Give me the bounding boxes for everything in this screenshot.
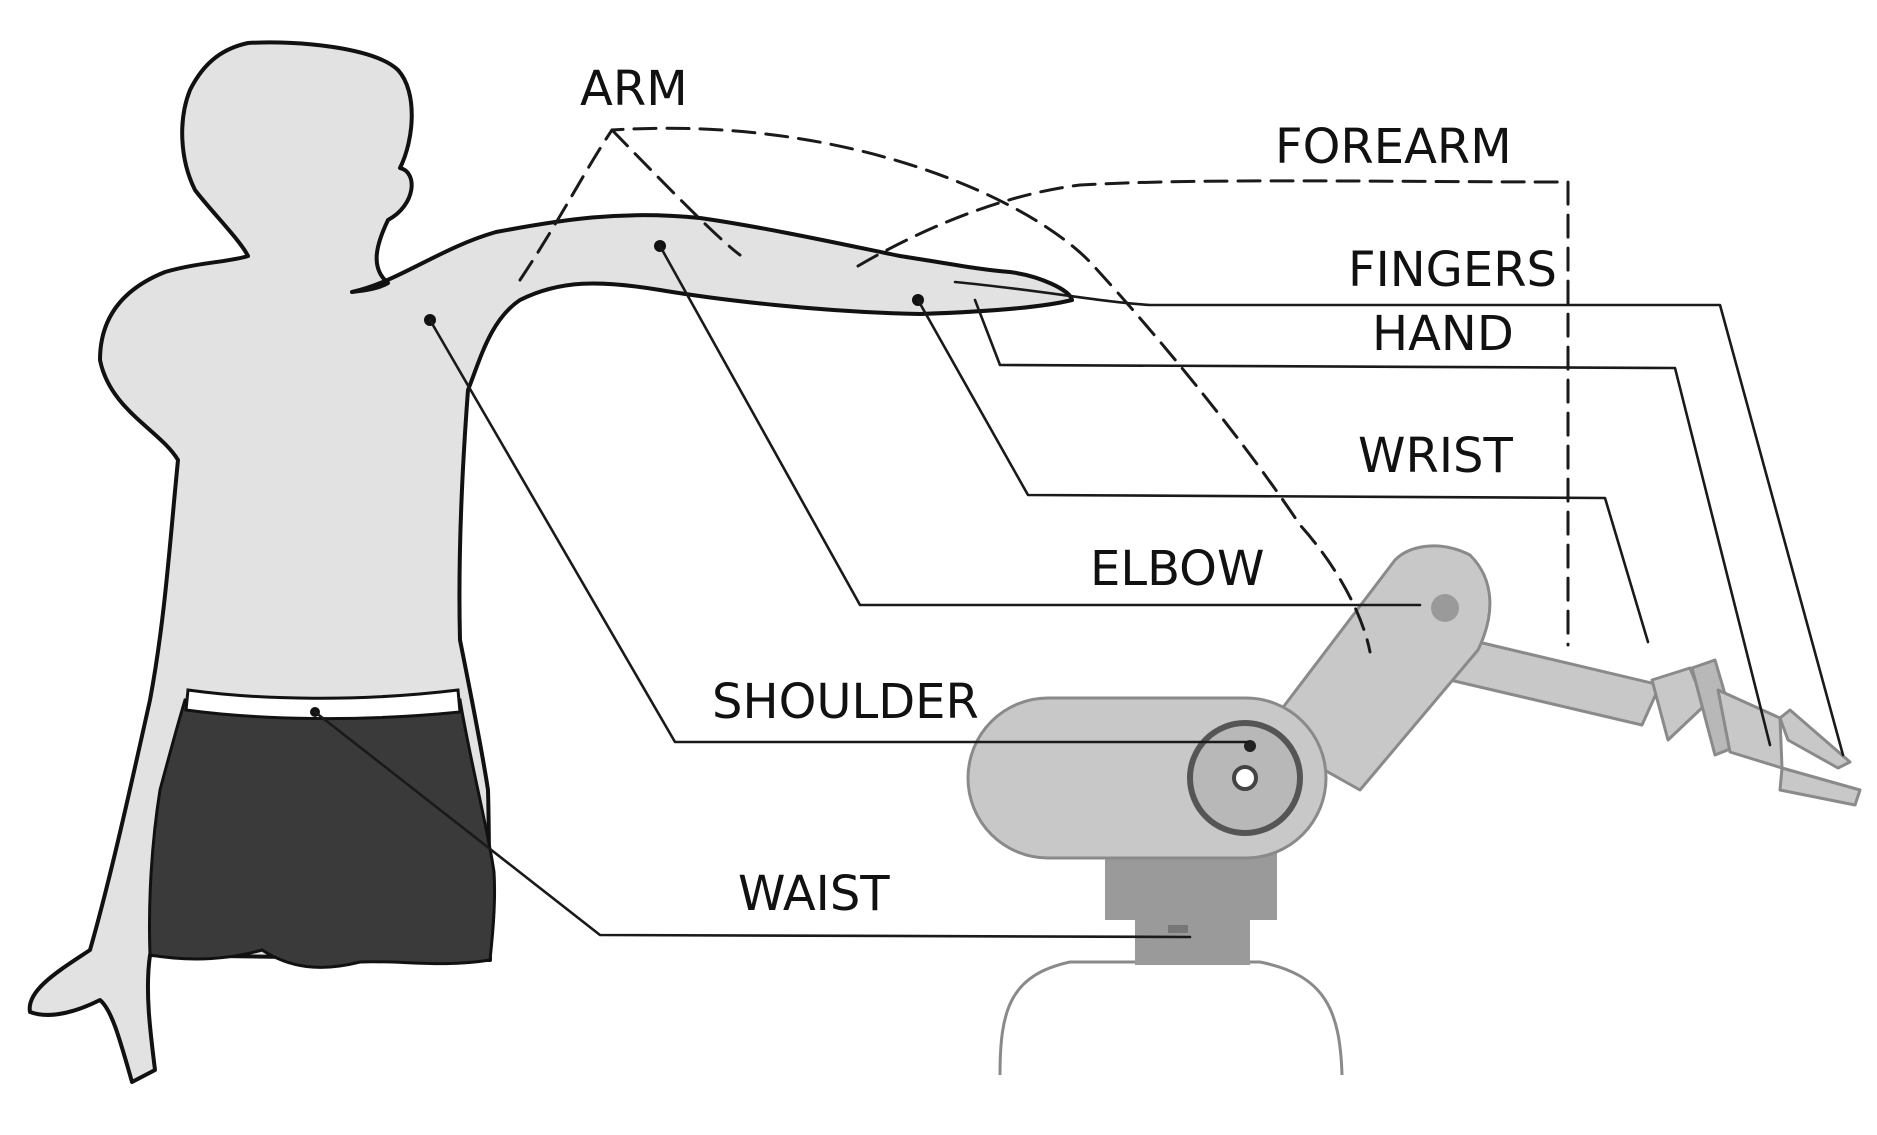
- robot-forearm-link: [1448, 638, 1662, 727]
- shoulder-label: SHOULDER: [712, 674, 979, 730]
- correspondence-curves: [518, 126, 1570, 654]
- waist-leader-line: [313, 710, 1192, 939]
- arm-dashed-curve-left: [610, 128, 742, 257]
- robot-elbow-joint: [1431, 594, 1459, 622]
- human-waistband: [184, 688, 462, 721]
- forearm-label: FOREARM: [1275, 119, 1512, 175]
- shoulder-leader-line: [428, 318, 1250, 744]
- robot-base-lower: [1135, 920, 1250, 965]
- elbow-label: ELBOW: [1090, 541, 1264, 597]
- robot-gripper-finger-lower: [1778, 766, 1862, 807]
- wrist-leader-line: [916, 298, 1650, 644]
- fingers-label: FINGERS: [1348, 242, 1557, 298]
- hand-label: HAND: [1372, 306, 1514, 362]
- hand-leader-line: [973, 298, 1772, 747]
- human-figure: [27, 40, 1074, 1084]
- robot-arm: [966, 544, 1862, 1076]
- wrist-label: WRIST: [1358, 428, 1513, 484]
- arm-label: ARM: [580, 61, 688, 117]
- robot-hand: [1716, 688, 1784, 770]
- leader-lines: [313, 244, 1845, 939]
- elbow-leader-line: [658, 244, 1422, 607]
- robot-base-upper: [1105, 852, 1277, 920]
- labels: ARM FOREARM FINGERS HAND WRIST ELBOW SHO…: [580, 61, 1557, 922]
- robot-pedestal: [998, 960, 1344, 1076]
- waist-label: WAIST: [738, 866, 890, 922]
- robot-gripper-finger-upper: [1778, 708, 1852, 770]
- forearm-dashed-curve: [856, 179, 1570, 647]
- fingers-leader-line: [953, 280, 1845, 757]
- arm-dashed-curve: [518, 126, 1372, 654]
- robot-shoulder-pivot: [1232, 765, 1258, 791]
- robot-base-joint: [1168, 925, 1188, 933]
- human-shorts: [147, 698, 497, 969]
